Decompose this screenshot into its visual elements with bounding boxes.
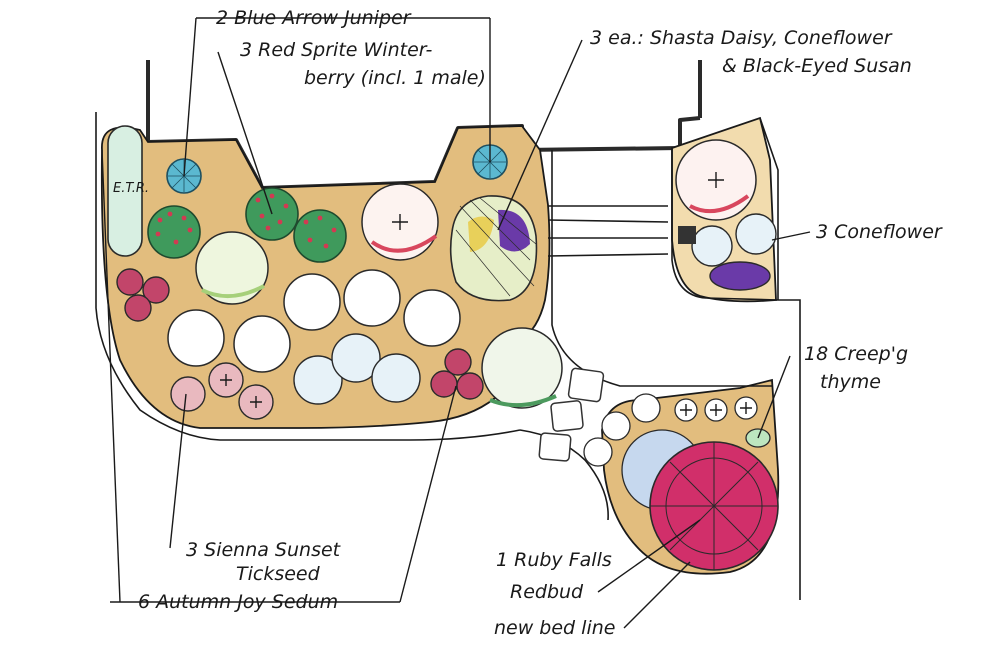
- small-perennials: [583, 393, 661, 467]
- ruby-falls-redbud: [621, 429, 779, 571]
- walkway-lines: [95, 112, 801, 600]
- shrub-accents: [201, 194, 750, 408]
- stepping-stones: [538, 367, 605, 462]
- label-bed-line: new bed line: [494, 617, 615, 639]
- label-tickseed-1: 3 Sienna Sunset: [186, 539, 342, 561]
- label-redbud-1: 1 Ruby Falls: [496, 549, 612, 571]
- plant-labels: 2 Blue Arrow Juniper 3 Red Sprite Winter…: [138, 7, 943, 639]
- label-thyme-2: thyme: [820, 371, 881, 393]
- label-sedum: 6 Autumn Joy Sedum: [138, 591, 338, 613]
- label-redbud-2: Redbud: [510, 581, 584, 603]
- etr-label: E.T.R.: [113, 181, 149, 196]
- label-winterberry-2: berry (incl. 1 male): [304, 67, 486, 89]
- label-daisy-2: & Black-Eyed Susan: [722, 55, 912, 77]
- coneflowers: [678, 226, 771, 291]
- leader-lines: [101, 17, 811, 629]
- label-coneflower: 3 Coneflower: [816, 221, 943, 243]
- spiky-grasses: [293, 213, 777, 405]
- label-blue-arrow-juniper: 2 Blue Arrow Juniper: [216, 7, 412, 29]
- label-daisy-1: 3 ea.: Shasta Daisy, Coneflower: [590, 27, 893, 49]
- autumn-joy-sedum: [116, 268, 484, 400]
- center-marks: [220, 172, 752, 416]
- etr-shrub: E.T.R.: [107, 125, 149, 257]
- label-thyme-1: 18 Creep'g: [804, 343, 908, 365]
- white-shrubs: [167, 139, 757, 409]
- perennial-drift: [449, 195, 538, 302]
- label-winterberry-1: 3 Red Sprite Winter-: [240, 39, 433, 61]
- label-tickseed-2: Tickseed: [236, 563, 321, 585]
- blue-arrow-juniper: [166, 144, 508, 194]
